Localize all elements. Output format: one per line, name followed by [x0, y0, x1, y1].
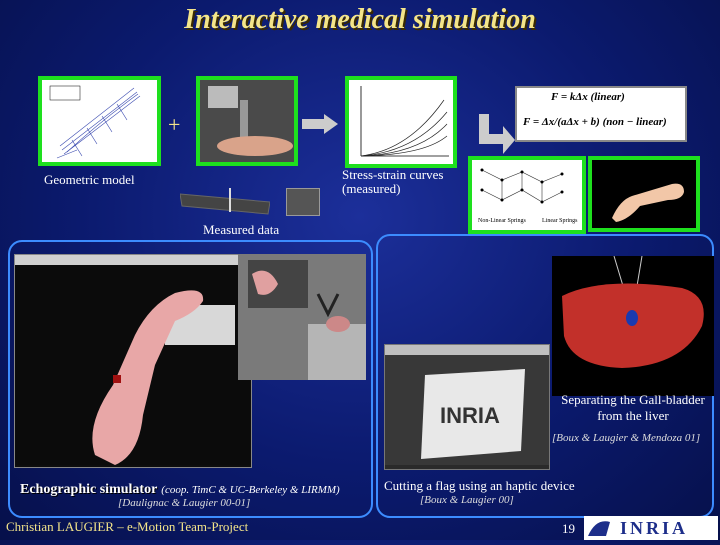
measured-data-image-1 [180, 186, 270, 216]
inria-logo-text: INRIA [620, 518, 688, 538]
inria-logo-icon: INRIA [584, 516, 718, 540]
gall-caption-line2: from the liver [552, 408, 714, 424]
gall-reference: [Boux & Laugier & Mendoza 01] [552, 432, 700, 444]
formula-nonlinear: F = Δx/(aΔx + b) (non − linear) [523, 116, 667, 128]
wireframe-leg-graphic [42, 80, 157, 162]
curves-graphic [349, 80, 453, 164]
liver-image [552, 256, 714, 396]
leg-model-image [588, 156, 700, 232]
svg-text:INRIA: INRIA [440, 403, 500, 428]
echographic-caption: Echographic simulator (coop. TimC & UC-B… [20, 480, 340, 498]
page-number: 19 [562, 521, 575, 537]
footer-author: Christian LAUGIER – e-Motion Team-Projec… [6, 519, 248, 535]
linear-springs-label: Linear Springs [542, 218, 578, 224]
haptic-device-photo [238, 254, 366, 380]
stress-strain-label: Stress-strain curves (measured) [342, 168, 443, 196]
gall-caption: Separating the Gall-bladder from the liv… [552, 392, 714, 424]
echographic-reference: [Daulignac & Laugier 00-01] [118, 497, 250, 509]
measured-data-image-2 [286, 188, 320, 216]
arrow-bend-icon [475, 110, 519, 159]
window-titlebar [15, 255, 251, 265]
measurement-photo [196, 76, 298, 166]
simulator-screen [14, 254, 252, 468]
flag-simulation-screen: INRIA [384, 344, 550, 470]
stress-strain-chart [345, 76, 457, 168]
formula-linear: F = kΔx (linear) [551, 91, 625, 103]
formula-box: F = kΔx (linear) F = Δx/(aΔx + b) (non −… [515, 86, 687, 142]
geometric-model-image [38, 76, 161, 166]
arrow-right-icon [302, 114, 338, 139]
inria-flag-graphic: INRIA [385, 355, 549, 465]
stress-strain-label-line1: Stress-strain curves [342, 168, 443, 182]
echographic-coop: (coop. TimC & UC-Berkeley & LIRMM) [161, 484, 339, 496]
leg-render-graphic [592, 160, 696, 228]
nonlinear-springs-label: Non-Linear Springs [478, 218, 526, 224]
flag-caption: Cutting a flag using an haptic device [384, 478, 575, 494]
robot-arm-graphic [200, 80, 294, 162]
flag-window-titlebar [385, 345, 549, 355]
plus-sign: + [168, 112, 180, 138]
workstation-graphic [238, 254, 366, 380]
echographic-title: Echographic simulator [20, 482, 157, 497]
slide-title: Interactive medical simulation [0, 4, 720, 36]
measured-data-label: Measured data [203, 222, 279, 238]
springs-diagram: Non-Linear Springs Linear Springs [468, 156, 586, 234]
spring-network-graphic [472, 160, 582, 216]
gall-caption-line1: Separating the Gall-bladder [552, 392, 714, 408]
stress-strain-label-line2: (measured) [342, 182, 443, 196]
geometric-model-label: Geometric model [44, 172, 135, 188]
inria-logo: INRIA [584, 516, 718, 540]
liver-graphic [552, 256, 714, 396]
flag-reference: [Boux & Laugier 00] [420, 494, 514, 506]
leg-simulation-graphic [15, 265, 251, 465]
